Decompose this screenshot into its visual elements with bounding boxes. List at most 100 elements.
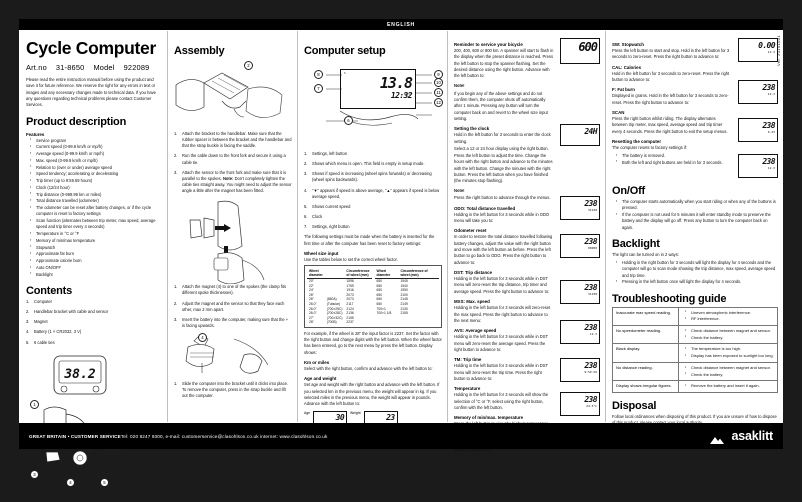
lcd-sw: 0.00 12.3	[738, 38, 778, 62]
footer-email-label: e-mail:	[165, 433, 181, 439]
feature-item: Backlight	[30, 271, 162, 278]
wheel-table-left: Wheel diameter Circumference of wheel (m…	[307, 267, 372, 325]
wheel-cell: 26.0"	[309, 311, 317, 316]
cal-heading: CAL: Calories	[612, 64, 642, 70]
footer-email[interactable]: customerservice@clasohlson.co.uk	[181, 433, 259, 439]
product-description-heading: Product description	[26, 115, 127, 128]
lcd-odo-sub: 31238	[587, 208, 597, 212]
scan-text: Press the right button whilst riding. Th…	[612, 116, 728, 134]
lcd-cal-value: 238	[762, 83, 775, 92]
wheel-row: 26.0" (700×28C)2136	[307, 311, 372, 316]
assembly-step: Attach the magnet (4) to one of the spok…	[174, 284, 286, 296]
km-miles-heading: Km or miles	[304, 360, 330, 366]
service-text: 200, 400, 600 or 800 km. A spanner will …	[454, 48, 554, 79]
contents-item: Computer	[26, 298, 52, 305]
wheel-row: 26"2073	[307, 293, 372, 298]
divider-1	[167, 31, 168, 422]
contents-item: Battery (1 × CR2032, 3 V)	[26, 329, 82, 335]
column-setup: Computer setup % 13.8 km/h 12:32	[297, 30, 447, 427]
assembly-steps-3: Slide the computer into the bracket unti…	[174, 381, 292, 399]
lcd-speed: 13.8	[379, 74, 413, 92]
reset-item: Both the left and right buttons are held…	[616, 159, 732, 166]
wheel-row: 26"(650A)2073	[307, 297, 372, 302]
wheel-cell: 650	[376, 297, 383, 302]
lcd-temp: 238 24.5°C	[560, 392, 600, 416]
wheel-size-text: Use the tables below to set the correct …	[304, 256, 398, 262]
trouble-cause: Check the battery.	[685, 371, 774, 378]
wheel-th-diameter: Wheel diameter	[307, 267, 325, 279]
wheel-cell: 27"	[309, 315, 314, 320]
footer-contact: GREAT BRITAIN • CUSTOMER SERVICETel: 020…	[29, 433, 328, 439]
features-label: Features	[26, 131, 45, 137]
contents-heading: Contents	[26, 284, 73, 297]
wheel-cell: 2237	[346, 320, 354, 325]
wheel-cell: 1916	[346, 288, 354, 293]
wheel-th-diameter-2: Wheel diameter	[374, 267, 399, 279]
lcd-service: 600	[560, 38, 600, 64]
lcd-avs-sub: 12.3	[589, 332, 597, 336]
disposal-heading: Disposal	[612, 399, 657, 412]
wheel-cell: 26.0"	[309, 302, 317, 307]
lcd-clock: 12:32	[390, 91, 413, 100]
lcd-fat-sub: 6.23	[767, 130, 775, 134]
lcd-avs: 238 12.3	[560, 320, 600, 344]
legend-item: Settings, right button	[304, 224, 350, 230]
wheel-cell: (650A)	[326, 297, 337, 302]
callout-4: 4	[66, 477, 75, 487]
footer-tel: 020 8247 9300	[130, 433, 163, 439]
reset-item: The battery is removed.	[616, 153, 732, 159]
wheel-cell: (Tubular)	[326, 302, 341, 307]
trouble-problem: No speedometer reading.	[612, 325, 679, 345]
feature-item: Trip distance (0-999.99 km or miles)	[30, 191, 162, 198]
callout-3: 3	[30, 469, 39, 479]
feature-item: Total distance travelled (odometer)	[30, 198, 162, 204]
cal-text: Hold in the left button for 3 seconds to…	[612, 70, 730, 83]
lcd-odo-value: 238	[584, 199, 597, 208]
assembly-note: Don't completely tighten the cable ties …	[182, 175, 292, 194]
lcd-cal-sub: 12.3	[767, 92, 775, 96]
wheel-cell: (700×25C)	[326, 306, 343, 311]
callout-assembly-4: 4	[198, 333, 207, 343]
assembly-fig-3: 4	[174, 333, 292, 381]
weight-label: Weight	[350, 410, 361, 415]
callout-5: 5	[100, 477, 109, 487]
lcd-clock-mode: 24H	[560, 124, 600, 146]
wheel-cell: 650	[376, 283, 383, 288]
assembly-steps-2: Attach the magnet (4) to one of the spok…	[174, 284, 292, 329]
footer-internet[interactable]: www.clasohlson.co.uk	[279, 433, 328, 439]
footer-bar: GREAT BRITAIN • CUSTOMER SERVICETel: 020…	[19, 423, 783, 449]
column-assembly: Assembly 2 Attach the bracket to the han…	[167, 30, 297, 423]
avs-text: Holding in the left button for 3 seconds…	[454, 334, 548, 352]
reset-heading: Resetting the computer	[612, 139, 662, 145]
wheel-table-right: Wheel diameter Circumference of wheel (m…	[374, 267, 439, 316]
service-heading: Reminder to service your bicycle	[454, 42, 523, 47]
footer-country: GREAT BRITAIN	[29, 433, 67, 439]
lcd-dst-sub: 31238	[587, 292, 597, 296]
memory-heading: Memory of min/max. temperature	[454, 415, 524, 421]
wheel-cell: 2136	[346, 311, 354, 316]
dst-text: Holding in the left button for 3 seconds…	[454, 276, 550, 294]
km-miles-text: Select with the right button, confirm an…	[304, 366, 433, 372]
wheel-cell: 26.0"	[309, 306, 317, 311]
wheel-cell: 650	[376, 288, 383, 293]
mxs-text: Holding in the left button for 3 seconds…	[454, 305, 551, 323]
wheel-row: 28"(700B)2237	[307, 320, 372, 325]
wheel-row: 20"1596	[307, 278, 372, 283]
wheel-cell: 20"	[309, 279, 314, 284]
feature-item: Clock (12/24 hour)	[30, 185, 162, 191]
service-note: If you begin any of the above settings a…	[454, 90, 548, 121]
wheel-cell: 1940	[400, 283, 408, 288]
wheel-cell: 2155	[346, 315, 354, 320]
lcd-age-value: 30	[335, 412, 345, 422]
lcd-tm: 238 9:59.59	[560, 358, 600, 382]
trouble-causes: Uneven atmospheric interference.RF inter…	[678, 306, 778, 327]
wheel-cell: (700×28C)	[326, 311, 343, 316]
wheel-cell: (700×32C)	[326, 315, 343, 320]
assembly-step: Adjust the magnet and the sensor so that…	[174, 300, 285, 312]
age-weight-text: Set age and weight with the right button…	[304, 382, 440, 407]
